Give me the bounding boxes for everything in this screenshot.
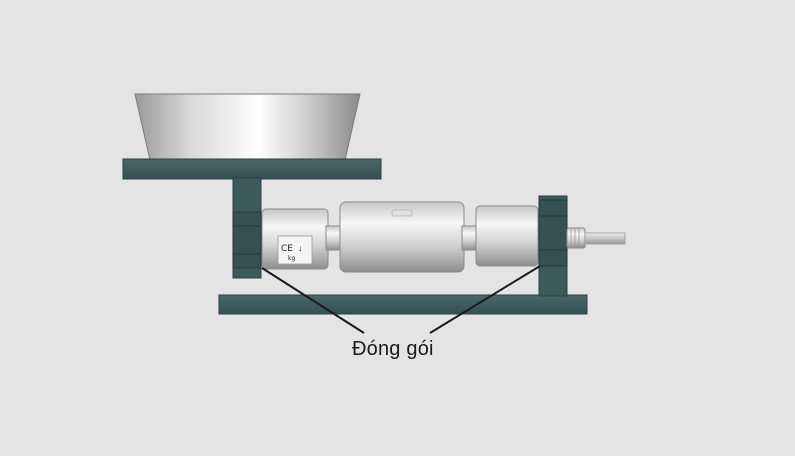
cable [584, 232, 626, 245]
load-cell-right-section [475, 205, 539, 267]
ce-mark: CE [281, 244, 293, 254]
badge-small-text: kg [288, 255, 295, 262]
hopper [134, 93, 361, 161]
sensor-label-badge [277, 235, 313, 265]
callout-label: Đóng gói [352, 338, 434, 360]
right-clamp [538, 199, 568, 267]
arrow-icon: ↓ [298, 243, 303, 253]
leader-line-left [261, 267, 365, 334]
cable-gland [566, 227, 586, 249]
base-plate [218, 294, 588, 315]
left-clamp [232, 211, 262, 269]
top-platform [122, 158, 382, 180]
leader-line-right [429, 265, 541, 334]
